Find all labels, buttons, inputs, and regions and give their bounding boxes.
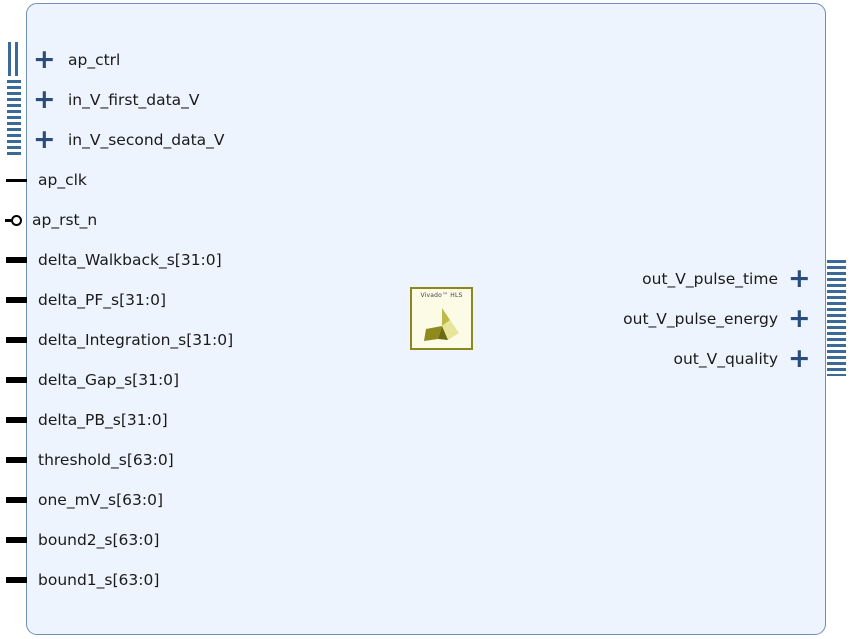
bus-interface-marker-left-2 [15, 42, 18, 76]
vector-pin-icon [6, 297, 27, 303]
port-label: bound2_s[63:0] [38, 531, 160, 549]
port-label: ap_clk [38, 171, 87, 189]
left-port-12[interactable]: bound2_s[63:0] [0, 529, 159, 551]
vector-pin-icon [6, 377, 27, 383]
left-port-6[interactable]: delta_PF_s[31:0] [0, 289, 166, 311]
port-label: in_V_first_data_V [68, 91, 200, 109]
right-port-1[interactable]: + out_V_pulse_energy [623, 303, 843, 334]
left-port-9[interactable]: delta_PB_s[31:0] [0, 409, 168, 431]
left-port-1[interactable]: + in_V_first_data_V [0, 84, 200, 115]
vivado-hls-logo-icon: Vivado™ HLS [410, 287, 473, 350]
left-port-5[interactable]: delta_Walkback_s[31:0] [0, 249, 222, 271]
vector-pin-icon [6, 257, 27, 263]
logo-text: Vivado™ HLS [420, 292, 463, 299]
vector-pin-icon [6, 497, 27, 503]
bus-interface-marker-right [827, 260, 846, 376]
port-label: delta_Gap_s[31:0] [38, 371, 180, 389]
plus-icon[interactable]: + [33, 124, 56, 155]
left-port-2[interactable]: + in_V_second_data_V [0, 124, 225, 155]
wire-pin-icon [6, 178, 27, 182]
vector-pin-icon [6, 577, 27, 583]
port-label: bound1_s[63:0] [38, 571, 160, 589]
port-label: delta_PF_s[31:0] [38, 291, 166, 309]
left-port-4[interactable]: ap_rst_n [0, 209, 97, 231]
port-label: delta_Walkback_s[31:0] [38, 251, 222, 269]
left-port-8[interactable]: delta_Gap_s[31:0] [0, 369, 179, 391]
port-label: threshold_s[63:0] [38, 451, 174, 469]
right-port-0[interactable]: + out_V_pulse_time [642, 263, 843, 294]
plus-icon[interactable]: + [33, 84, 56, 115]
vector-pin-icon [6, 537, 27, 543]
left-port-0[interactable]: + ap_ctrl [0, 44, 121, 75]
bus-interface-marker-left-1 [8, 42, 11, 76]
plus-icon[interactable]: + [788, 343, 811, 374]
logo-shape [424, 308, 459, 341]
port-label: delta_PB_s[31:0] [38, 411, 168, 429]
bus-interface-marker-left-3 [7, 80, 21, 156]
left-port-11[interactable]: one_mV_s[63:0] [0, 489, 163, 511]
right-port-2[interactable]: + out_V_quality [673, 343, 843, 374]
port-label: out_V_pulse_time [642, 270, 778, 288]
left-port-3[interactable]: ap_clk [0, 169, 87, 191]
port-label: ap_rst_n [32, 211, 98, 229]
vector-pin-icon [6, 337, 27, 343]
active-low-pin-icon [5, 214, 22, 226]
vector-pin-icon [6, 417, 27, 423]
port-label: in_V_second_data_V [68, 131, 225, 149]
plus-icon[interactable]: + [788, 303, 811, 334]
plus-icon[interactable]: + [33, 44, 56, 75]
port-label: out_V_pulse_energy [623, 310, 778, 328]
port-label: ap_ctrl [68, 51, 121, 69]
port-label: out_V_quality [673, 350, 778, 368]
port-label: one_mV_s[63:0] [38, 491, 164, 509]
left-port-10[interactable]: threshold_s[63:0] [0, 449, 174, 471]
left-port-13[interactable]: bound1_s[63:0] [0, 569, 159, 591]
left-port-7[interactable]: delta_Integration_s[31:0] [0, 329, 233, 351]
vector-pin-icon [6, 457, 27, 463]
port-label: delta_Integration_s[31:0] [38, 331, 234, 349]
plus-icon[interactable]: + [788, 263, 811, 294]
